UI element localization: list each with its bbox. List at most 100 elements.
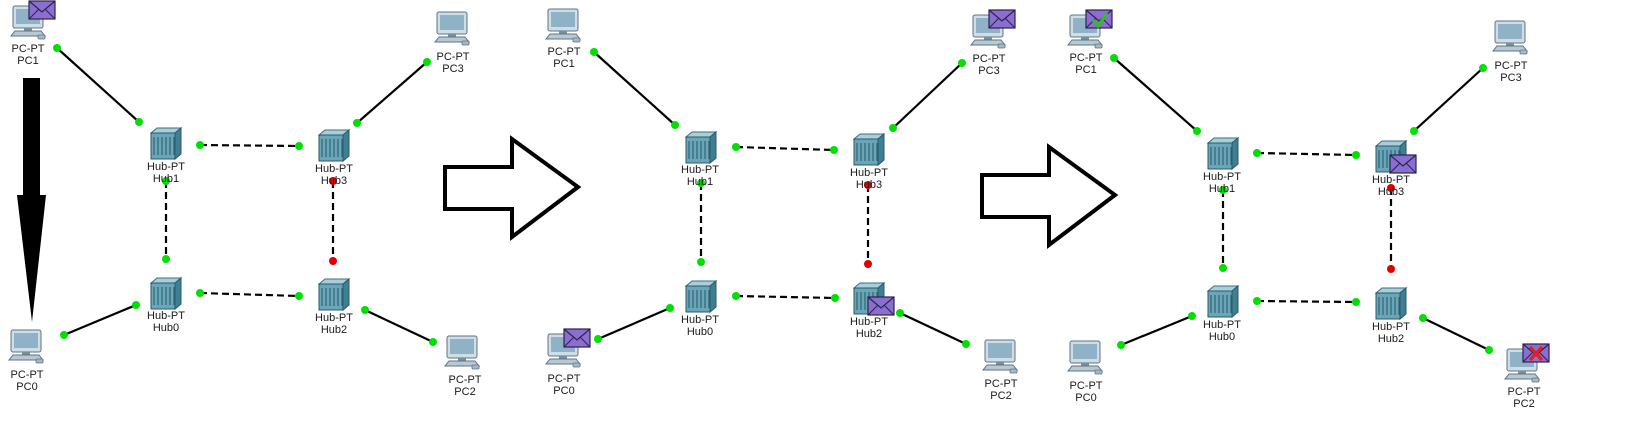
pc-workstation-icon	[1491, 20, 1529, 55]
link-up-light	[429, 338, 437, 346]
pc-pc3	[1491, 20, 1529, 55]
device-model-label: Hub-PT	[681, 164, 719, 176]
device-name-label: Hub1	[1208, 183, 1236, 195]
device-name-label: Hub3	[320, 175, 348, 187]
link-up-light	[361, 306, 369, 314]
device-model-label: PC-PT	[1069, 52, 1103, 64]
link-up-light	[732, 292, 740, 300]
pc-workstation-icon	[981, 339, 1019, 374]
hub-hub0	[1206, 284, 1240, 319]
pc-pc1	[544, 8, 582, 43]
device-model-label: PC-PT	[972, 53, 1006, 65]
device-model-label: Hub-PT	[1372, 321, 1410, 333]
hub-hub0	[149, 276, 183, 311]
hub-icon	[1206, 284, 1240, 319]
right-block-arrow-icon	[443, 135, 582, 242]
envelope-in-transit-icon	[867, 296, 895, 316]
device-model-label: Hub-PT	[1372, 174, 1410, 186]
link-up-light	[1352, 298, 1360, 306]
hub-hub3	[317, 128, 351, 163]
link-hub0-hub2	[735, 294, 836, 300]
hub-hub3	[852, 132, 886, 167]
link-up-light	[1110, 54, 1118, 62]
hub-icon	[317, 277, 351, 312]
link-up-light	[196, 289, 204, 297]
link-pc3-hub3	[1413, 67, 1484, 132]
device-model-label: PC-PT	[547, 46, 581, 58]
link-up-light	[732, 143, 740, 151]
link-up-light	[830, 146, 838, 154]
failed-x-icon	[1528, 345, 1544, 362]
link-up-light	[423, 58, 431, 66]
link-down-light	[1387, 265, 1395, 273]
link-up-light	[1419, 314, 1427, 322]
device-model-label: PC-PT	[1494, 60, 1528, 72]
envelope-in-transit-icon	[563, 328, 591, 348]
hub-icon	[149, 126, 183, 161]
link-pc2-hub2	[899, 312, 967, 345]
topology-panel-during	[544, 8, 1019, 374]
device-name-label: Hub1	[152, 173, 180, 185]
link-up-light	[889, 124, 897, 132]
device-model-label: PC-PT	[10, 369, 44, 381]
hub-hub2	[317, 277, 351, 312]
hub-icon	[149, 276, 183, 311]
link-pc1-hub1	[1113, 57, 1198, 132]
link-up-light	[132, 301, 140, 309]
link-up-light	[958, 59, 966, 67]
link-up-light	[666, 304, 674, 312]
link-up-light	[1410, 127, 1418, 135]
link-pc0-hub0	[1120, 314, 1193, 347]
device-model-label: Hub-PT	[1203, 171, 1241, 183]
pc-workstation-icon	[1066, 340, 1104, 375]
device-model-label: PC-PT	[1507, 386, 1541, 398]
link-up-light	[1352, 151, 1360, 159]
link-up-light	[697, 258, 705, 266]
device-model-label: Hub-PT	[315, 312, 353, 324]
link-pc1-hub1	[56, 47, 140, 123]
link-up-light	[1193, 127, 1201, 135]
pc-workstation-icon	[433, 11, 471, 46]
device-name-label: PC1	[1075, 64, 1097, 76]
pc-workstation-icon	[544, 8, 582, 43]
link-up-light	[671, 121, 679, 129]
link-up-light	[295, 292, 303, 300]
device-model-label: PC-PT	[436, 51, 470, 63]
links	[590, 48, 970, 348]
hub-icon	[684, 279, 718, 314]
link-up-light	[697, 179, 705, 187]
device-model-label: Hub-PT	[147, 161, 185, 173]
link-up-light	[594, 335, 602, 343]
device-name-label: PC1	[553, 58, 575, 70]
hub-icon	[684, 130, 718, 165]
device-name-label: Hub0	[152, 322, 180, 334]
link-pc0-hub0	[597, 306, 671, 341]
device-model-label: PC-PT	[547, 373, 581, 385]
device-model-label: Hub-PT	[850, 167, 888, 179]
device-name-label: PC1	[17, 55, 39, 67]
link-up-light	[60, 331, 68, 339]
link-pc3-hub3	[356, 61, 428, 124]
link-up-light	[53, 44, 61, 52]
link-hub1-hub3	[199, 143, 300, 148]
right-block-arrow-icon	[980, 143, 1119, 250]
link-hub1-hub3	[735, 145, 835, 152]
device-model-label: Hub-PT	[681, 314, 719, 326]
link-up-light	[162, 255, 170, 263]
success-check-icon	[1091, 12, 1109, 29]
device-name-label: Hub2	[320, 324, 348, 336]
device-name-label: Hub0	[1208, 331, 1236, 343]
hub-icon	[317, 128, 351, 163]
device-name-label: Hub2	[1377, 333, 1405, 345]
link-pc3-hub3	[892, 62, 963, 129]
link-pc0-hub0	[63, 303, 137, 337]
device-model-label: PC-PT	[984, 378, 1018, 390]
link-up-light	[162, 177, 170, 185]
link-hub0-hub2	[199, 291, 300, 298]
hub-hub1	[149, 126, 183, 161]
topology-panel-after	[1066, 9, 1550, 383]
device-model-label: Hub-PT	[147, 310, 185, 322]
device-model-label: Hub-PT	[1203, 319, 1241, 331]
